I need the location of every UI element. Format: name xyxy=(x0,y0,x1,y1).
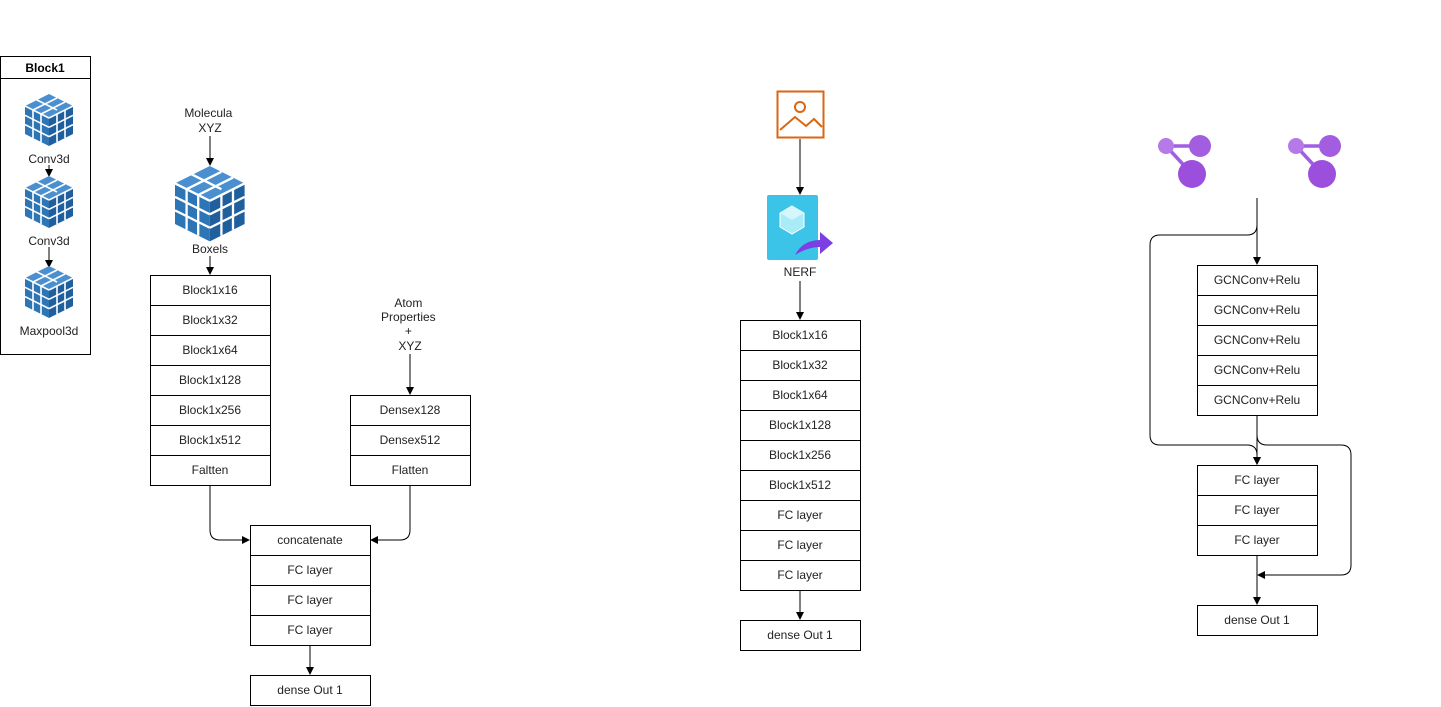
gcn-layer-label: GCNConv+Relu xyxy=(1214,303,1300,317)
gcn-layer-stack: GCNConv+ReluGCNConv+ReluGCNConv+ReluGCNC… xyxy=(1197,265,1318,416)
gcn-fc-layer-label: FC layer xyxy=(1234,473,1279,487)
nerf-layer-label: FC layer xyxy=(777,508,822,522)
nerf-layer-label: Block1x512 xyxy=(769,478,831,492)
block1-item-2: Maxpool3d xyxy=(20,324,79,338)
dense-layer-label: Flatten xyxy=(392,463,429,477)
head-layer-box xyxy=(250,585,371,616)
block1-item-1: Conv3d xyxy=(28,234,69,248)
cnn-layer-box xyxy=(150,395,271,426)
head-layer-box xyxy=(250,525,371,556)
cnn-to-concat-edge xyxy=(209,485,250,544)
cnn-layer-label: Block1x256 xyxy=(179,403,241,417)
cnn-layer-stack: Block1x16Block1x32Block1x64Block1x128Blo… xyxy=(150,275,271,486)
gcn-output-label: dense Out 1 xyxy=(1224,613,1290,627)
cnn-layer-box xyxy=(150,365,271,396)
gcn-skip-right-edge xyxy=(1256,434,1352,579)
gcn-layer-label: GCNConv+Relu xyxy=(1214,393,1300,407)
nerf-output-label: dense Out 1 xyxy=(767,628,833,642)
cnn-layer-box xyxy=(150,455,271,486)
nerf-layer-box xyxy=(740,320,861,351)
nerf-layer-label: Block1x32 xyxy=(772,358,828,372)
gcn-layer-label: GCNConv+Relu xyxy=(1214,363,1300,377)
cnn-layer-box xyxy=(150,305,271,336)
block1-title: Block1 xyxy=(25,61,65,75)
nerf-output-box xyxy=(740,620,861,651)
head-layer-box xyxy=(250,615,371,646)
nerf-output-box: dense Out 1 xyxy=(740,620,861,651)
gcn-layer-label: GCNConv+Relu xyxy=(1214,333,1300,347)
cnn-layer-box xyxy=(150,425,271,456)
nerf-icon xyxy=(767,195,833,260)
cnn-output-box: dense Out 1 xyxy=(250,675,371,706)
nerf-layer-box xyxy=(740,440,861,471)
image-icon xyxy=(776,90,825,139)
nerf-layer-box xyxy=(740,530,861,561)
nerf-layer-label: Block1x256 xyxy=(769,448,831,462)
gcn-layer-box xyxy=(1197,355,1318,386)
nerf-layer-label: Block1x16 xyxy=(772,328,828,342)
nerf-layer-box xyxy=(740,560,861,591)
nerf-layer-label: Block1x64 xyxy=(772,388,828,402)
cnn-layer-label: Block1x64 xyxy=(182,343,238,357)
nerf-layer-stack: Block1x16Block1x32Block1x64Block1x128Blo… xyxy=(740,320,861,591)
atom-input-line-0: Atom xyxy=(394,296,422,310)
molecule-input-label: Molecula XYZ xyxy=(184,106,235,135)
dense-layer-label: Densex512 xyxy=(380,433,441,447)
cnn-layer-label: Faltten xyxy=(192,463,229,477)
gcn-skip-left-edge xyxy=(1149,224,1261,465)
nerf-layer-label: FC layer xyxy=(777,568,822,582)
block1-item-0: Conv3d xyxy=(28,152,69,166)
graph-icon xyxy=(1156,133,1213,190)
gcn-output-box: dense Out 1 xyxy=(1197,605,1318,636)
head-layer-label: concatenate xyxy=(277,533,343,547)
gcn-fc-layer-box xyxy=(1197,495,1318,526)
cnn-layer-label: Block1x32 xyxy=(182,313,238,327)
atom-input-label: Atom Properties + XYZ xyxy=(381,296,439,353)
head-layer-label: FC layer xyxy=(287,563,332,577)
dense-to-concat-edge xyxy=(370,485,411,544)
voxel-label: Boxels xyxy=(192,242,228,256)
cnn-layer-label: Block1x512 xyxy=(179,433,241,447)
gcn-fc-layer-label: FC layer xyxy=(1234,503,1279,517)
molecule-input-line-1: XYZ xyxy=(198,121,221,135)
dense-layer-label: Densex128 xyxy=(380,403,441,417)
molecule-input-line-0: Molecula xyxy=(184,106,232,120)
nerf-layer-label: Block1x128 xyxy=(769,418,831,432)
gcn-layer-label: GCNConv+Relu xyxy=(1214,273,1300,287)
dense-layer-box xyxy=(350,455,471,486)
gcn-layer-box xyxy=(1197,325,1318,356)
cnn-layer-label: Block1x128 xyxy=(179,373,241,387)
nerf-layer-box xyxy=(740,500,861,531)
gcn-fc-layer-label: FC layer xyxy=(1234,533,1279,547)
atom-input-line-1: Properties xyxy=(381,310,436,324)
voxel-cube-icon xyxy=(173,159,246,243)
graph-icon xyxy=(1286,133,1343,190)
gcn-layer-box xyxy=(1197,265,1318,296)
nerf-layer-label: FC layer xyxy=(777,538,822,552)
head-layer-label: FC layer xyxy=(287,623,332,637)
head-layer-box xyxy=(250,555,371,586)
dense-layer-box xyxy=(350,425,471,456)
nerf-layer-box xyxy=(740,380,861,411)
gcn-layer-box xyxy=(1197,385,1318,416)
head-layer-label: FC layer xyxy=(287,593,332,607)
nerf-layer-box xyxy=(740,470,861,501)
cnn-layer-box xyxy=(150,335,271,366)
head-layer-stack: concatenate FC layer FC layer FC layer xyxy=(250,525,371,646)
atom-input-line-3: XYZ xyxy=(398,339,421,353)
cnn-layer-label: Block1x16 xyxy=(182,283,238,297)
nerf-label: NERF xyxy=(784,265,817,279)
cnn-output-box xyxy=(250,675,371,706)
gcn-fc-stack: FC layer FC layer FC layer xyxy=(1197,465,1318,556)
gcn-output-box xyxy=(1197,605,1318,636)
nerf-layer-box xyxy=(740,350,861,381)
cnn-output-label: dense Out 1 xyxy=(277,683,343,697)
atom-input-line-2: + xyxy=(405,324,412,338)
